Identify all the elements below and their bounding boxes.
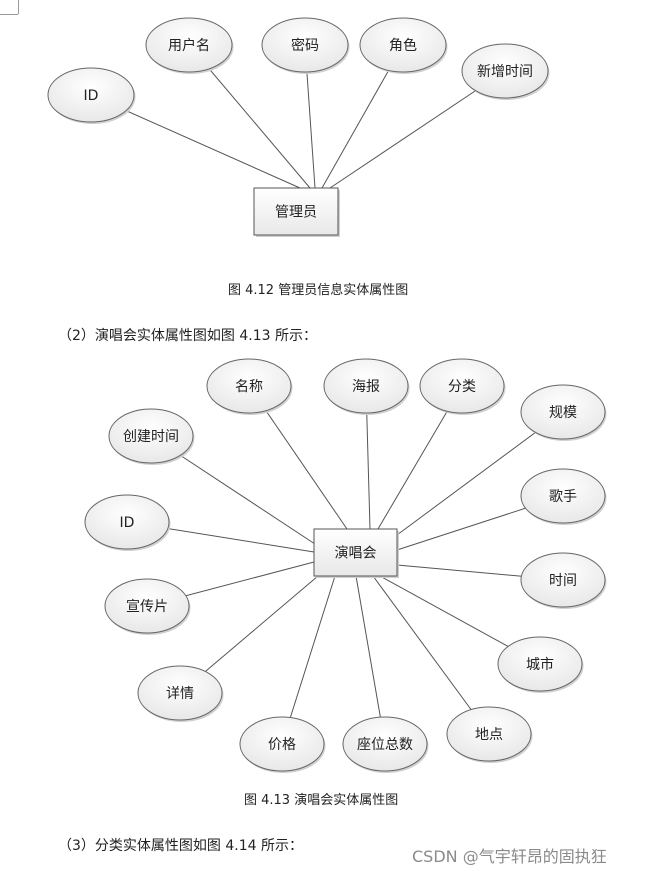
figure-caption-4-13: 图 4.13 演唱会实体属性图 [244, 793, 399, 808]
attribute-label: 价格 [268, 737, 296, 753]
entity-box: 管理员 [253, 187, 340, 237]
attribute-node: 歌手 [520, 468, 607, 525]
attribute-node: 价格 [239, 716, 326, 773]
attribute-label: 新增时间 [477, 64, 533, 80]
attribute-label: 详情 [166, 686, 194, 702]
attribute-node: 详情 [137, 665, 224, 722]
attribute-node: 城市 [497, 636, 584, 693]
attribute-node: 地点 [446, 706, 533, 763]
connector-line [281, 575, 336, 745]
attribute-label: 分类 [448, 379, 476, 395]
attribute-label: 城市 [526, 656, 554, 673]
entity-label: 演唱会 [335, 546, 377, 562]
attribute-node: 分类 [419, 358, 506, 415]
attribute-label: 宣传片 [126, 599, 168, 615]
attribute-node: 创建时间 [108, 408, 195, 465]
connector-line [372, 575, 490, 735]
figure-caption-4-12: 图 4.12 管理员信息实体属性图 [228, 283, 409, 298]
attribute-node: ID [47, 67, 136, 124]
attribute-node: 用户名 [145, 17, 234, 74]
attribute-label: 时间 [549, 573, 577, 589]
attribute-label: 名称 [235, 379, 263, 395]
attribute-node: 角色 [359, 17, 448, 74]
paragraph-concert-intro: （2）演唱会实体属性图如图 4.13 所示： [58, 328, 317, 344]
attribute-label: 海报 [352, 379, 380, 395]
attribute-node: 海报 [323, 358, 410, 415]
attribute-node: 时间 [520, 552, 607, 609]
attribute-label: 歌手 [549, 489, 577, 505]
attribute-node: ID [84, 494, 171, 551]
attribute-label: 角色 [389, 37, 417, 54]
attribute-label: 规模 [549, 405, 577, 421]
attribute-node: 座位总数 [342, 716, 429, 773]
attribute-node: 名称 [206, 358, 293, 415]
entity-box: 演唱会 [313, 528, 399, 578]
margin-corner-mark [18, 0, 19, 14]
attribute-label: 地点 [475, 727, 503, 743]
attribute-node: 密码 [261, 17, 350, 74]
attribute-label: 创建时间 [123, 429, 179, 445]
connector-line [355, 575, 386, 745]
attribute-label: 用户名 [168, 37, 210, 54]
attribute-label: ID [84, 88, 99, 104]
attribute-label: 密码 [291, 37, 319, 54]
attribute-label: 座位总数 [357, 737, 413, 753]
attribute-label: ID [120, 515, 135, 531]
attribute-node: 宣传片 [104, 578, 191, 635]
attribute-node: 规模 [520, 384, 607, 441]
paragraph-category-intro: （3）分类实体属性图如图 4.14 所示： [58, 838, 303, 854]
csdn-watermark: CSDN @气宇轩昂的固执狂 [412, 847, 607, 866]
margin-corner-mark-horizontal [0, 14, 18, 15]
attribute-node: 新增时间 [461, 43, 550, 100]
entity-label: 管理员 [275, 205, 317, 221]
